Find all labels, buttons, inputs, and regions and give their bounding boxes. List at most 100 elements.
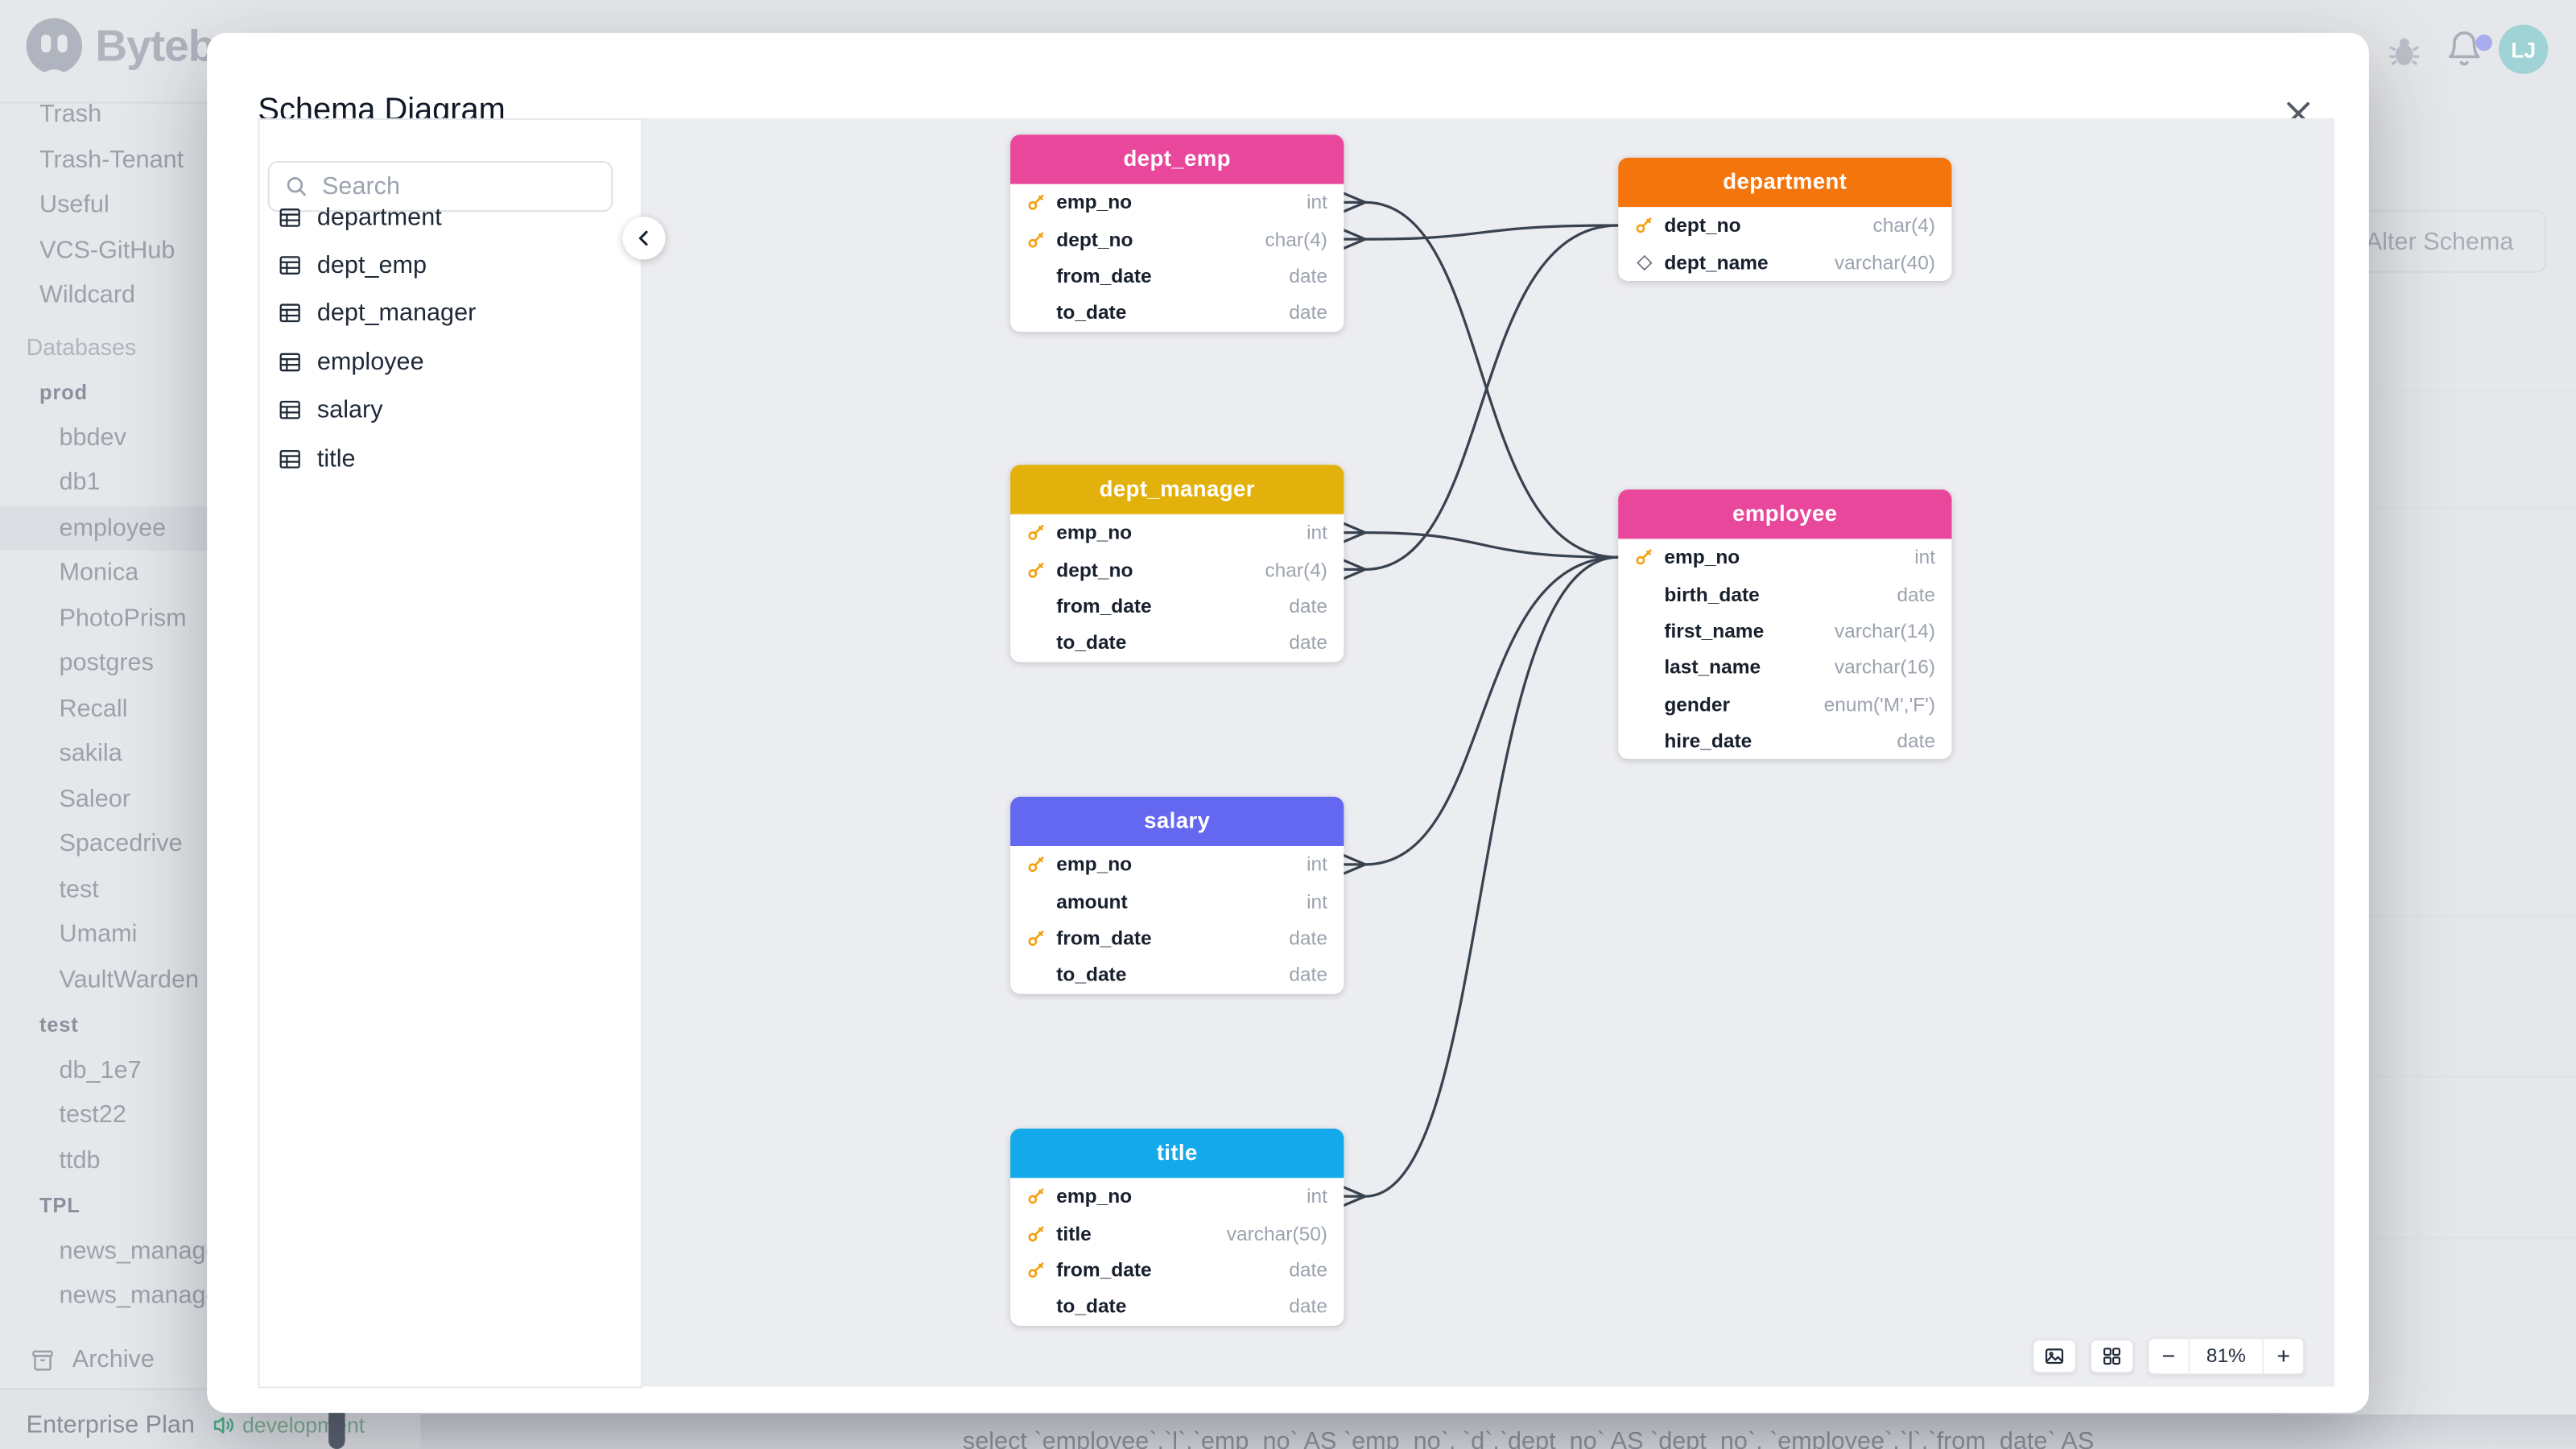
- column-name: emp_no: [1056, 191, 1133, 214]
- primary-key-icon: [1023, 927, 1048, 949]
- schema-table-item-department[interactable]: department: [259, 193, 640, 242]
- primary-key-icon: [1023, 192, 1048, 213]
- search-input[interactable]: [267, 160, 613, 212]
- sidebar-item-tpl: TPL: [0, 1183, 420, 1228]
- column-name: to_date: [1056, 301, 1127, 324]
- table-icon: [278, 446, 303, 471]
- column-type: date: [1289, 1258, 1327, 1282]
- sidebar-item-label: Spacedrive: [59, 830, 183, 858]
- schema-table-item-dept_emp[interactable]: dept_emp: [259, 242, 640, 290]
- sidebar-item-test[interactable]: test: [0, 867, 420, 912]
- table-icon: [278, 398, 303, 423]
- sidebar-item-label: Recall: [59, 694, 128, 723]
- column-type: int: [1307, 1184, 1327, 1208]
- zoom-in-button[interactable]: +: [2277, 1343, 2291, 1369]
- sidebar-item-label: Monica: [59, 559, 139, 588]
- schema-table-item-dept_manager[interactable]: dept_manager: [259, 290, 640, 338]
- sidebar-item-label: Useful: [39, 191, 109, 219]
- schema-table-item-title[interactable]: title: [259, 435, 640, 483]
- column-type: date: [1897, 582, 1936, 606]
- sidebar-item-umami[interactable]: Umami: [0, 912, 420, 957]
- sidebar-item-useful[interactable]: Useful: [0, 183, 420, 228]
- table-item-label: dept_manager: [316, 299, 477, 328]
- schema-table-item-salary[interactable]: salary: [259, 386, 640, 435]
- sidebar-item-saleor[interactable]: Saleor: [0, 776, 420, 821]
- column-type: date: [1289, 926, 1327, 950]
- column-name: amount: [1056, 890, 1128, 913]
- zoom-out-button[interactable]: −: [2161, 1343, 2176, 1369]
- sidebar-item-monica[interactable]: Monica: [0, 551, 420, 596]
- sidebar-item-news-manage[interactable]: news_manage: [0, 1228, 420, 1274]
- sidebar-item-archive[interactable]: Archive: [0, 1337, 450, 1381]
- scrollbar-thumb[interactable]: [328, 1404, 345, 1449]
- column-type: enum('M','F'): [1823, 692, 1936, 716]
- sidebar-item-sakila[interactable]: sakila: [0, 731, 420, 776]
- sidebar-item-label: test: [39, 1013, 79, 1037]
- sidebar-item-bbdev[interactable]: bbdev: [0, 415, 420, 460]
- column-name: hire_date: [1664, 729, 1752, 753]
- sidebar-item-ttdb[interactable]: ttdb: [0, 1137, 420, 1183]
- sidebar-item-wildcard[interactable]: Wildcard: [0, 273, 420, 318]
- sidebar-item-label: bbdev: [59, 423, 126, 452]
- sidebar-item-db1[interactable]: db1: [0, 460, 420, 505]
- export-image-button[interactable]: [2032, 1339, 2077, 1374]
- notifications-bell-icon[interactable]: [2445, 30, 2484, 77]
- sidebar-item-photoprism[interactable]: PhotoPrism: [0, 596, 420, 641]
- column-name: emp_no: [1056, 852, 1133, 877]
- table-item-label: employee: [316, 348, 424, 377]
- sidebar-item-postgres[interactable]: postgres: [0, 641, 420, 686]
- column-name: to_date: [1056, 963, 1127, 987]
- sidebar-item-label: Trash-Tenant: [39, 146, 184, 174]
- column-name: from_date: [1056, 1258, 1152, 1282]
- sidebar-item-recall[interactable]: Recall: [0, 686, 420, 731]
- table-node-header-salary: salary: [1010, 796, 1344, 846]
- column-type: char(4): [1265, 557, 1327, 581]
- sidebar-item-spacedrive[interactable]: Spacedrive: [0, 821, 420, 866]
- sidebar-item-trash-tenant[interactable]: Trash-Tenant: [0, 137, 420, 182]
- column-row-title-from_date: from_date date: [1010, 1252, 1344, 1289]
- sidebar-item-label: employee: [59, 514, 167, 542]
- table-node-header-department: department: [1618, 157, 1952, 208]
- sidebar-item-trash[interactable]: Trash: [0, 92, 420, 137]
- plan-label: Enterprise Plan: [26, 1410, 195, 1439]
- schema-table-item-employee[interactable]: employee: [259, 338, 640, 386]
- sidebar-item-db-1e7[interactable]: db_1e7: [0, 1047, 420, 1092]
- sidebar-item-test22[interactable]: test22: [0, 1092, 420, 1137]
- sidebar-item-vaultwarden[interactable]: VaultWarden: [0, 957, 420, 1002]
- user-avatar[interactable]: LJ: [2499, 24, 2549, 74]
- table-icon: [278, 301, 303, 326]
- edge-dept_manager-emp_no-to-employee: [1342, 522, 1620, 559]
- sidebar-item-vcs-github[interactable]: VCS-GitHub: [0, 228, 420, 273]
- sidebar-item-news-manage[interactable]: news_manage: [0, 1274, 420, 1319]
- background-card-divider: [2368, 914, 2576, 917]
- background-card-divider: [2368, 1236, 2576, 1239]
- column-type: varchar(16): [1834, 655, 1936, 679]
- sidebar-item-label: test22: [59, 1100, 126, 1129]
- background-sql-text: select `employee`.`l`.`emp_no` AS `emp_n…: [962, 1427, 2095, 1449]
- sidebar-item-label: sakila: [59, 739, 122, 768]
- fit-layout-button[interactable]: [2089, 1339, 2135, 1374]
- column-name: from_date: [1056, 264, 1152, 288]
- sidebar-item-label: TPL: [39, 1194, 80, 1217]
- primary-key-icon: [1023, 559, 1048, 580]
- alter-schema-button[interactable]: Alter Schema: [2332, 210, 2547, 273]
- collapse-panel-button[interactable]: [622, 217, 666, 260]
- bug-report-icon[interactable]: [2385, 33, 2423, 79]
- background-card-divider: [2368, 390, 2576, 393]
